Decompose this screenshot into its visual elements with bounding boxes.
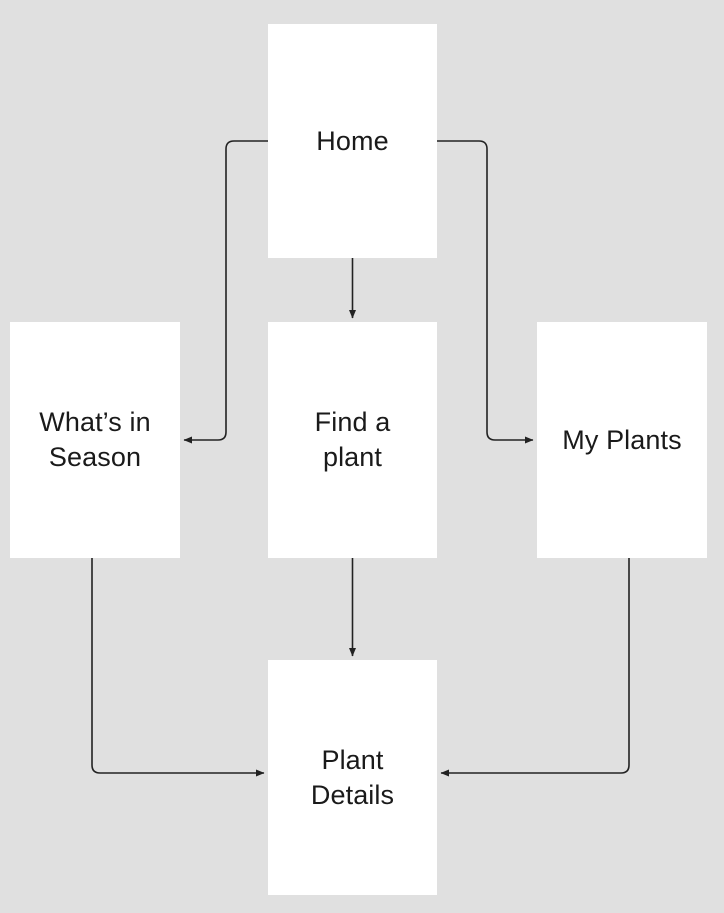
node-home-label: Home <box>316 125 389 156</box>
node-plant-details-label: Plant Details <box>310 744 395 810</box>
node-find-a-plant[interactable]: Find a plant <box>268 322 437 558</box>
node-my-plants[interactable]: My Plants <box>537 322 707 558</box>
node-my-plants-label: My Plants <box>562 424 682 455</box>
edge-home-to-my-plants <box>437 140 534 444</box>
node-whats-in-season-label: What’s in Season <box>39 407 151 472</box>
node-plant-details[interactable]: Plant Details <box>268 660 437 895</box>
node-home[interactable]: Home <box>268 24 437 258</box>
node-find-a-plant-label: Find a plant <box>314 407 391 472</box>
edge-home-to-whats-in-season <box>183 140 268 444</box>
edge-whats-in-season-to-plant-details <box>91 558 265 777</box>
node-whats-in-season[interactable]: What’s in Season <box>10 322 180 558</box>
edge-my-plants-to-plant-details <box>440 558 630 777</box>
